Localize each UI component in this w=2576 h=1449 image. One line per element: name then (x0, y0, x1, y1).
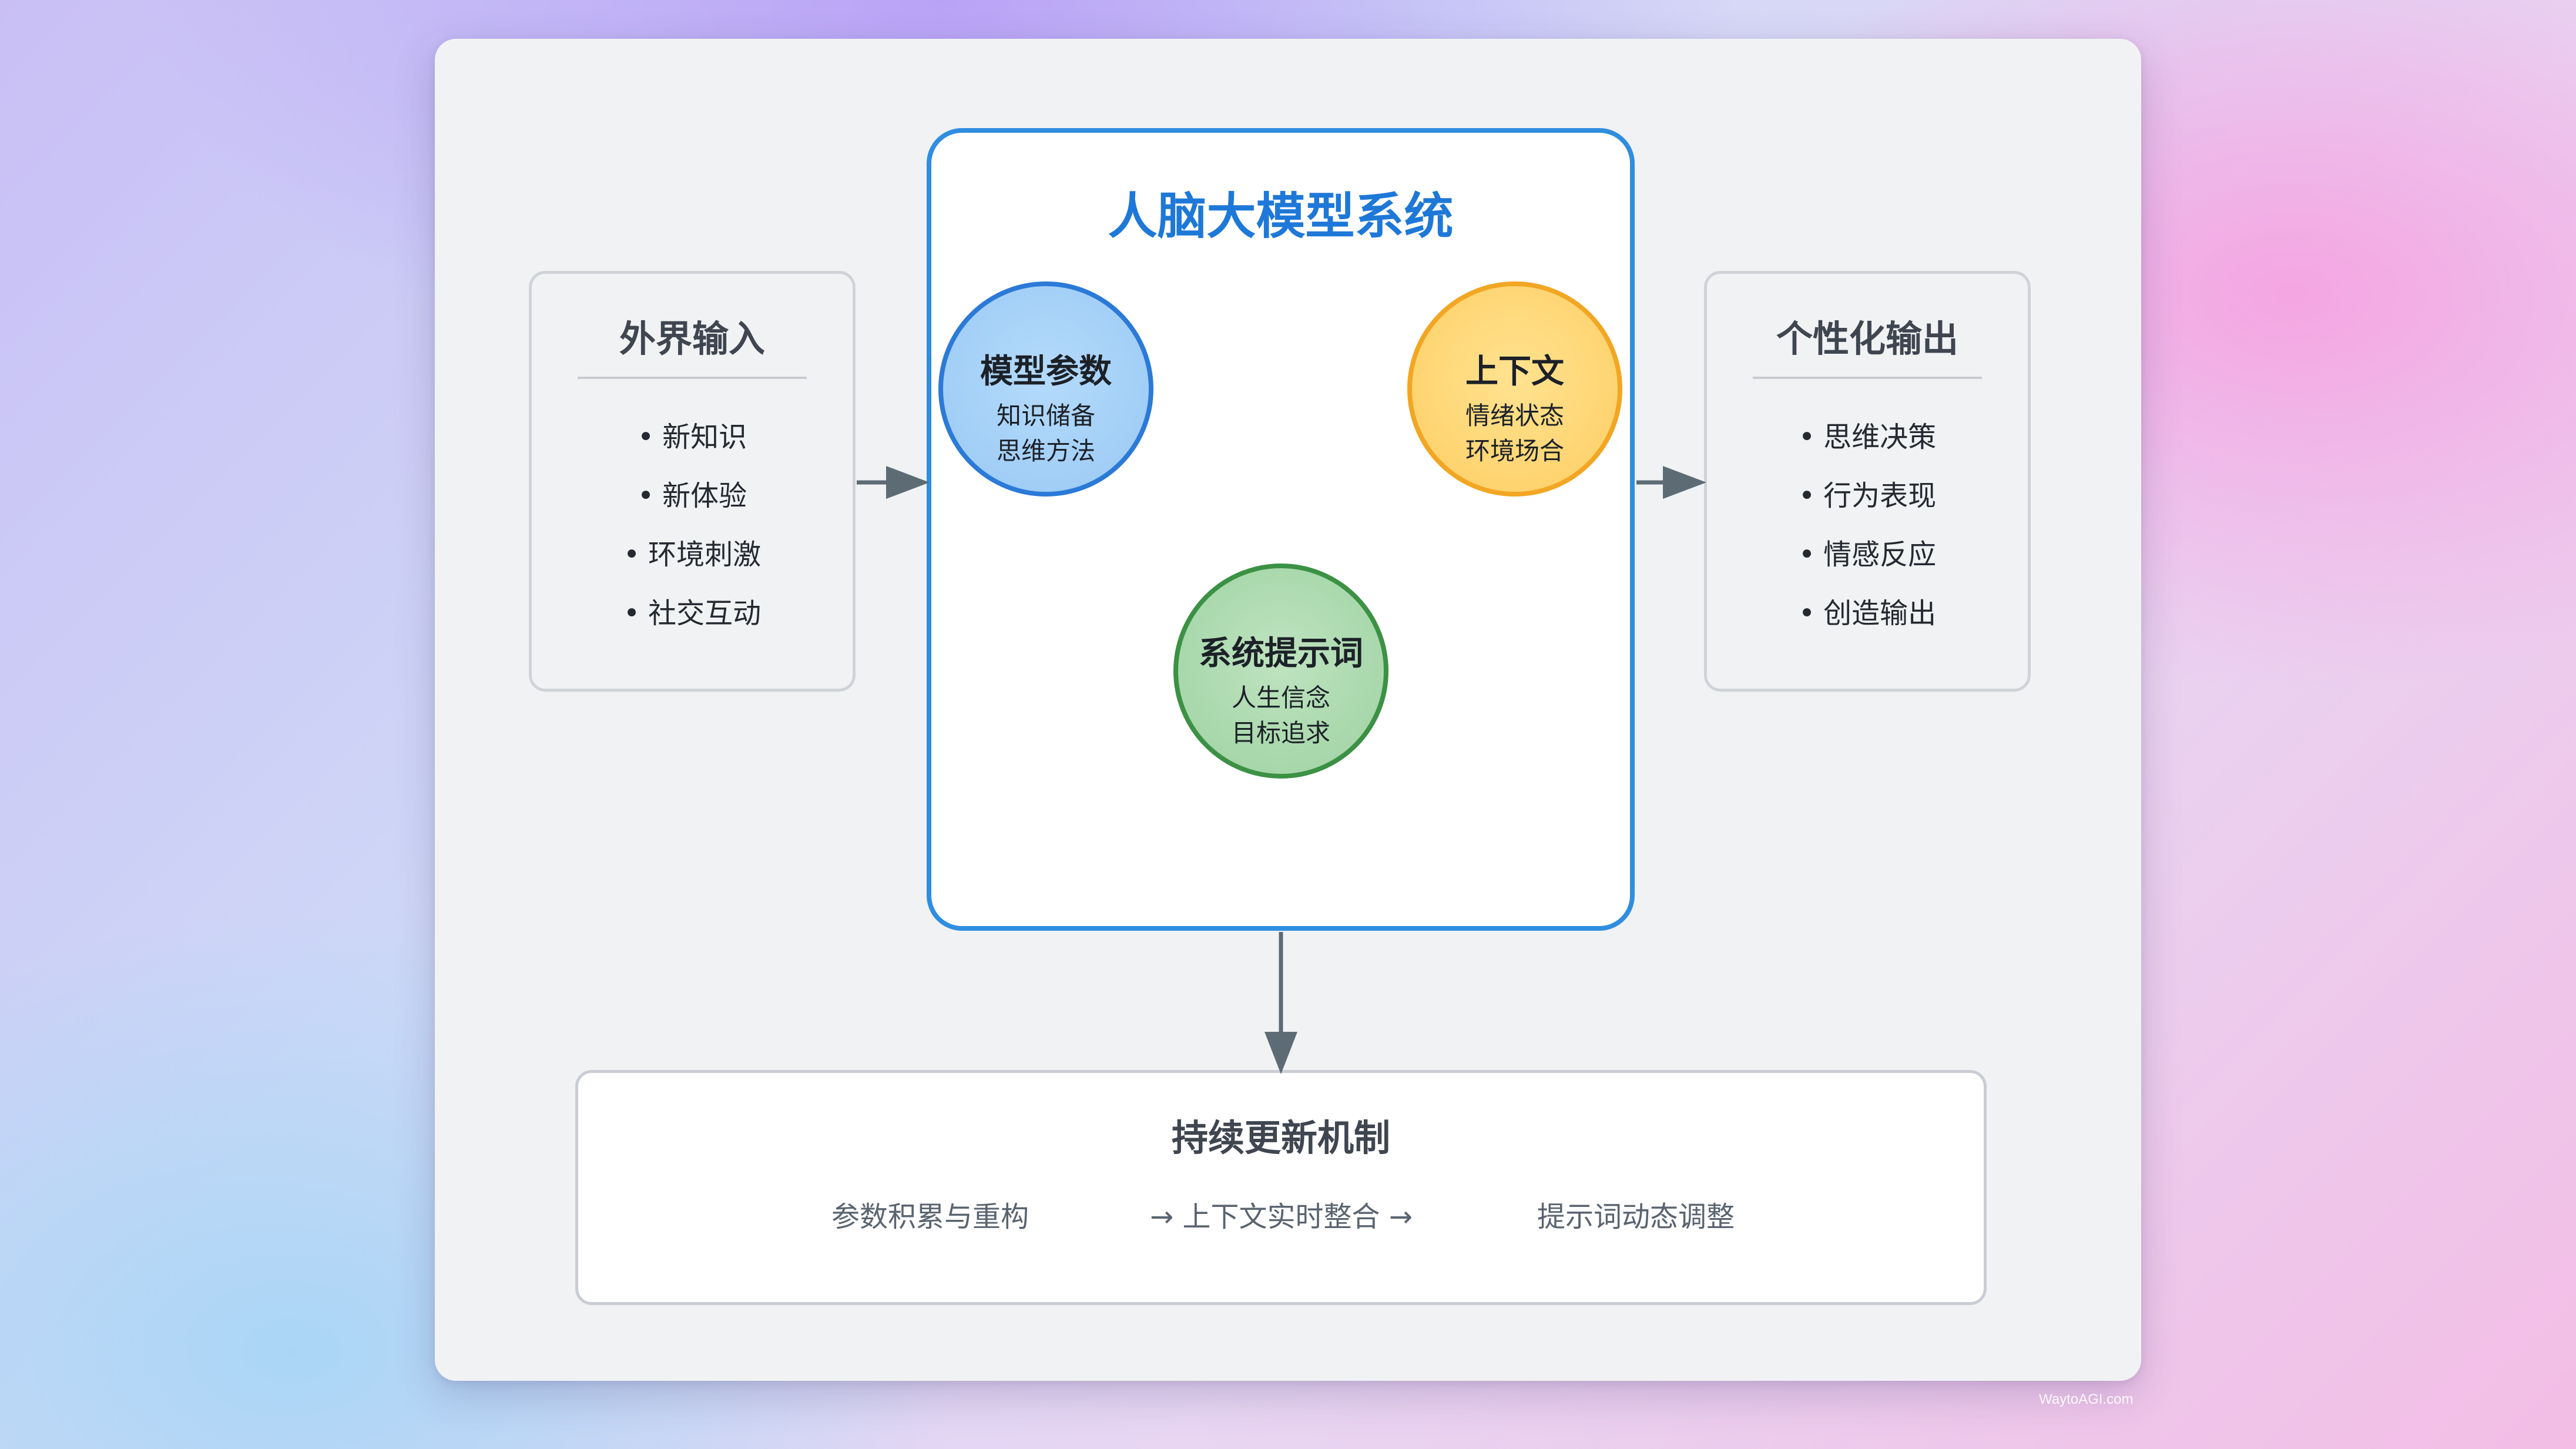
prompt-line-2: 目标追求 (1231, 719, 1330, 747)
bullet-icon: • (1798, 479, 1816, 512)
output-title: 个性化输出 (1776, 317, 1958, 360)
bullet-icon: • (623, 538, 640, 571)
list-item: •社交互动 (532, 584, 853, 643)
prompt-title: 系统提示词 (1199, 635, 1363, 673)
watermark: WaytoAGI.com (2039, 1391, 2134, 1407)
context-line-1: 情绪状态 (1465, 401, 1564, 430)
bullet-icon: • (1798, 421, 1816, 454)
bullet-icon: • (1798, 597, 1816, 630)
update-title: 持续更新机制 (1171, 1116, 1390, 1159)
param-line-2: 思维方法 (996, 437, 1095, 465)
input-divider (578, 377, 807, 379)
output-panel: 个性化输出 •思维决策 •行为表现 •情感反应 •创造输出 (1704, 271, 2031, 692)
list-item: •新知识 (532, 408, 853, 467)
param-node: 模型参数 知识储备 思维方法 (938, 281, 1153, 497)
update-step-params: 参数积累与重构 (831, 1200, 1029, 1233)
system-panel: 人脑大模型系统 (927, 128, 1635, 931)
input-panel: 外界输入 •新知识 •新体验 •环境刺激 •社交互动 (529, 271, 856, 692)
prompt-node: 系统提示词 人生信念 目标追求 (1173, 564, 1388, 779)
param-title: 模型参数 (980, 353, 1112, 391)
context-title: 上下文 (1465, 353, 1564, 391)
system-title: 人脑大模型系统 (1108, 187, 1454, 245)
bullet-icon: • (1798, 538, 1816, 571)
list-item: •思维决策 (1707, 408, 2028, 467)
bullet-icon: • (623, 597, 640, 630)
list-item: •行为表现 (1707, 467, 2028, 525)
context-node: 上下文 情绪状态 环境场合 (1407, 281, 1622, 497)
update-step-context: → 上下文实时整合 → (1150, 1200, 1413, 1233)
update-panel: 持续更新机制 参数积累与重构 → 上下文实时整合 → 提示词动态调整 (575, 1070, 1987, 1305)
input-list: •新知识 •新体验 •环境刺激 •社交互动 (532, 408, 853, 643)
list-item: •情感反应 (1707, 525, 2028, 584)
output-divider (1753, 377, 1982, 379)
input-title: 外界输入 (619, 317, 765, 360)
list-item: •环境刺激 (532, 525, 853, 584)
context-line-2: 环境场合 (1465, 437, 1564, 465)
bullet-icon: • (637, 421, 655, 454)
output-list: •思维决策 •行为表现 •情感反应 •创造输出 (1707, 408, 2028, 643)
bullet-icon: • (637, 479, 655, 512)
prompt-line-1: 人生信念 (1231, 683, 1330, 712)
param-line-1: 知识储备 (996, 401, 1095, 430)
list-item: •创造输出 (1707, 584, 2028, 643)
update-step-prompt: 提示词动态调整 (1537, 1200, 1735, 1233)
list-item: •新体验 (532, 467, 853, 525)
